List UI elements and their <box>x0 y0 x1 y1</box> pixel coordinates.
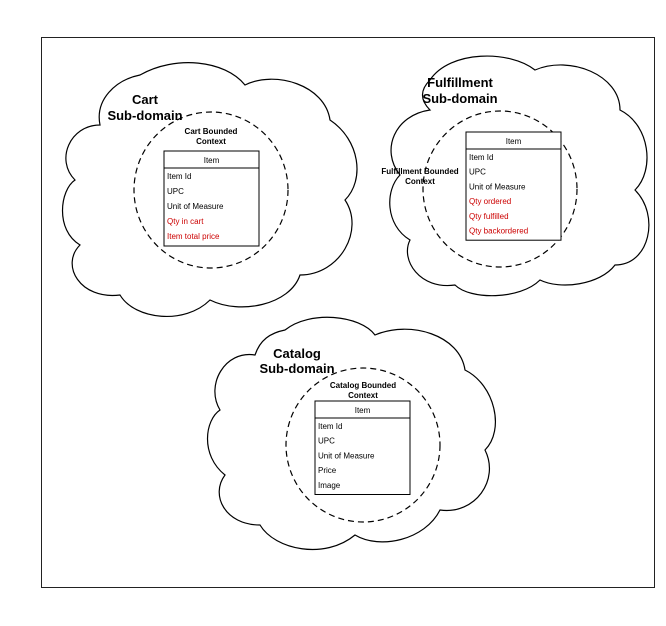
entity-attribute: Qty ordered <box>469 197 511 206</box>
entity-table-border <box>163 150 260 247</box>
entity-attribute: Unit of Measure <box>469 182 526 191</box>
cart-bounded-context-boundary <box>133 111 289 269</box>
entity-attribute: Item Id <box>167 172 191 181</box>
entity-attribute: Item Id <box>318 422 342 431</box>
cart-subdomain-title-line: Cart <box>132 92 159 107</box>
catalog-bounded-context-label: Catalog Bounded <box>330 381 396 390</box>
entity-table-border <box>314 400 411 495</box>
cart-bounded-context-label: Cart Bounded <box>185 127 238 136</box>
entity-attribute: UPC <box>167 187 184 196</box>
fulfillment-subdomain-title-line: Fulfillment <box>427 75 493 90</box>
cart-bounded-context-label: Context <box>196 137 226 146</box>
entity-attribute: Unit of Measure <box>167 202 224 211</box>
entity-attribute: Image <box>318 481 341 490</box>
entity-attribute: Qty backordered <box>469 227 528 236</box>
catalog-subdomain-title-line: Sub-domain <box>259 361 334 376</box>
fulfillment-bounded-context-label: Fulfillment Bounded <box>381 167 458 176</box>
entity-attribute: Unit of Measure <box>318 451 375 460</box>
entity-attribute: Item total price <box>167 232 220 241</box>
catalog-bounded-context-label: Context <box>348 391 378 400</box>
entity-name: Item <box>355 406 371 415</box>
catalog-subdomain-title-line: Catalog <box>273 346 321 361</box>
entity-attribute: Qty fulfilled <box>469 212 509 221</box>
catalog-bounded-context-boundary <box>285 367 441 523</box>
entity-name: Item <box>204 156 220 165</box>
entity-attribute: UPC <box>469 168 486 177</box>
cart-subdomain-title-line: Sub-domain <box>107 108 182 123</box>
entity-attribute: Item Id <box>469 153 493 162</box>
entity-name: Item <box>506 137 522 146</box>
diagram-frame <box>41 37 655 588</box>
entity-attribute: Qty in cart <box>167 217 204 226</box>
fulfillment-subdomain-title-line: Sub-domain <box>422 91 497 106</box>
entity-attribute: UPC <box>318 437 335 446</box>
fulfillment-bounded-context-boundary <box>422 110 578 268</box>
entity-table-border <box>465 131 562 241</box>
entity-attribute: Price <box>318 466 337 475</box>
fulfillment-bounded-context-label: Context <box>405 177 435 186</box>
